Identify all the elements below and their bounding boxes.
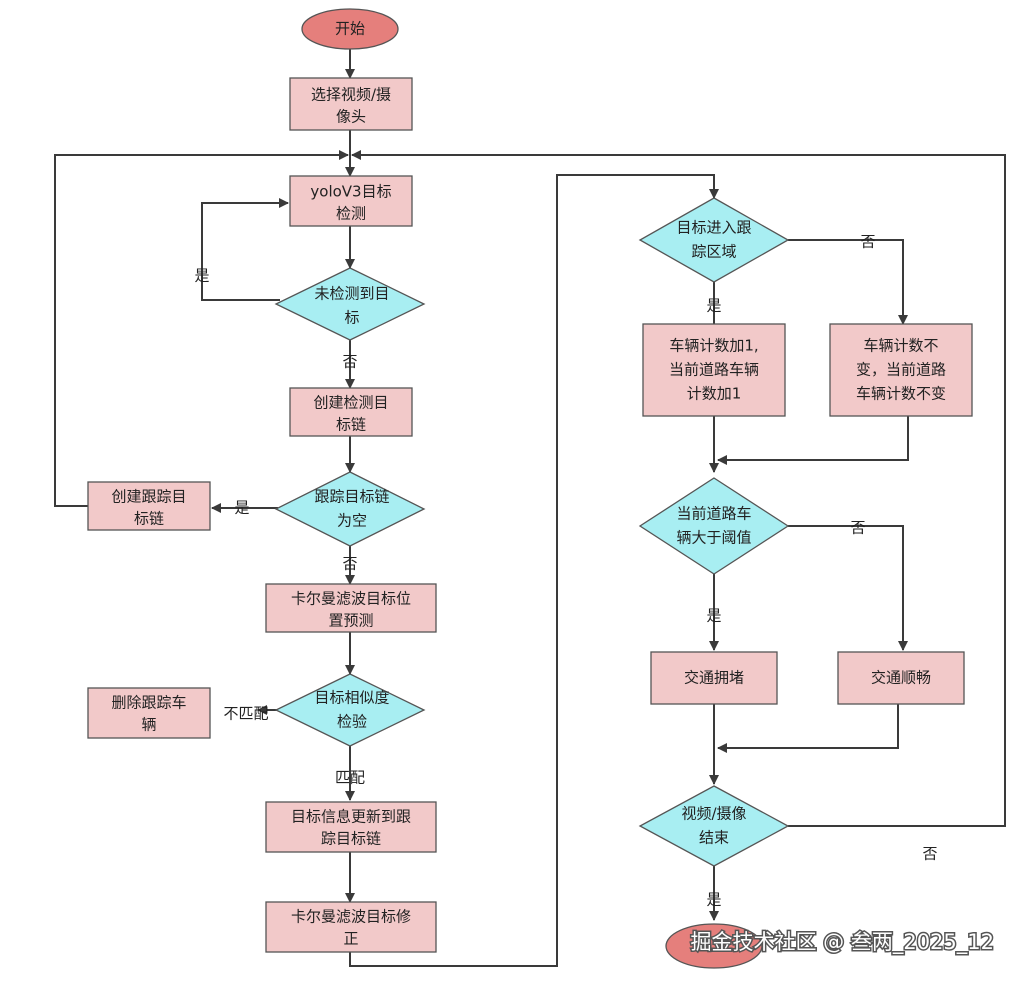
node-count-unchanged: 车辆计数不 变，当前道路 车辆计数不变: [829, 323, 973, 417]
node-start: 开始: [301, 8, 399, 50]
decision-similarity-check-text-1: 目标相似度: [314, 689, 389, 707]
edge-notdetected-yes-loop: [201, 198, 289, 301]
decision-enter-track-area-text-2: 踪区域: [691, 243, 736, 261]
decision-track-chain-empty-text-1: 跟踪目标链: [314, 488, 389, 506]
node-delete-track: 删除跟踪车 辆: [87, 687, 211, 739]
node-yolo-detect-text-1: yoloV3目标: [310, 183, 391, 201]
node-create-track-chain: 创建跟踪目 标链: [87, 481, 211, 531]
decision-not-detected: 未检测到目 标: [274, 267, 426, 341]
node-select-source-text-1: 选择视频/摄: [311, 86, 391, 104]
node-count-unchanged-text-1: 车辆计数不: [863, 337, 938, 355]
node-delete-track-text-2: 辆: [141, 716, 156, 734]
edge-enter-area-no: [788, 239, 908, 325]
decision-similarity-check: 目标相似度 检验: [274, 673, 426, 747]
node-kalman-predict: 卡尔曼滤波目标位 置预测: [265, 583, 437, 633]
node-yolo-detect-text-2: 检测: [336, 205, 366, 223]
label-video-end-no: 否: [922, 845, 937, 863]
label-similarity-match: 匹配: [335, 769, 365, 787]
node-count-unchanged-text-2: 变，当前道路: [856, 361, 946, 379]
node-update-track-chain-text-1: 目标信息更新到跟: [291, 808, 411, 826]
decision-over-threshold-text-2: 辆大于阈值: [676, 529, 751, 547]
edge-correct-enter-area: [349, 174, 719, 967]
node-create-track-chain-text-1: 创建跟踪目: [111, 488, 186, 506]
branch-labels: 是 否 是 否 不匹配 匹配 否 是 否 是 否 是: [194, 233, 937, 909]
label-track-empty-yes: 是: [234, 499, 249, 517]
edge-count-same-merge: [717, 416, 909, 465]
decision-over-threshold: 当前道路车 辆大于阈值: [638, 477, 790, 575]
label-similarity-mismatch: 不匹配: [223, 705, 268, 723]
node-create-track-chain-text-2: 标链: [134, 510, 164, 528]
node-kalman-predict-text-2: 置预测: [328, 612, 373, 630]
watermark: 掘金技术社区 @ 叁两_2025_12: [690, 930, 994, 955]
node-count-add: 车辆计数加1, 当前道路车辆 计数加1: [642, 323, 786, 417]
edge-threshold-no: [788, 525, 908, 651]
label-enter-area-yes: 是: [706, 297, 721, 315]
node-traffic-congested-text: 交通拥堵: [684, 669, 744, 687]
decision-enter-track-area-text-1: 目标进入跟: [676, 219, 751, 237]
decision-video-end-text-1: 视频/摄像: [681, 805, 746, 823]
node-end: [665, 923, 763, 969]
node-delete-track-text-1: 删除跟踪车: [111, 694, 186, 712]
decision-track-chain-empty: 跟踪目标链 为空: [274, 471, 426, 547]
node-traffic-smooth-text: 交通顺畅: [871, 669, 931, 687]
label-video-end-yes: 是: [706, 891, 721, 909]
node-update-track-chain-text-2: 踪目标链: [321, 830, 381, 848]
node-kalman-correct-text-2: 正: [343, 930, 358, 948]
node-kalman-correct-text-1: 卡尔曼滤波目标修: [291, 908, 411, 926]
decision-enter-track-area: 目标进入跟 踪区域: [638, 197, 790, 283]
label-enter-area-no: 否: [860, 233, 875, 251]
label-threshold-no: 否: [850, 519, 865, 537]
node-start-text: 开始: [335, 20, 365, 38]
label-track-empty-no: 否: [342, 555, 357, 573]
decision-track-chain-empty-text-2: 为空: [337, 512, 367, 530]
decision-video-end-text-2: 结束: [699, 829, 729, 847]
node-count-add-text-3: 计数加1: [687, 385, 742, 403]
decision-over-threshold-text-1: 当前道路车: [676, 505, 751, 523]
node-select-source-text-2: 像头: [336, 108, 366, 126]
node-create-detect-chain: 创建检测目 标链: [289, 387, 413, 437]
node-count-unchanged-text-3: 车辆计数不变: [856, 385, 946, 403]
node-create-detect-chain-text-1: 创建检测目: [313, 394, 388, 412]
node-count-add-text-1: 车辆计数加1,: [669, 337, 758, 355]
node-select-source: 选择视频/摄 像头: [289, 77, 413, 131]
connectors: [54, 48, 1006, 967]
decision-video-end: 视频/摄像 结束: [638, 785, 790, 867]
node-traffic-smooth: 交通顺畅: [837, 651, 965, 705]
label-threshold-yes: 是: [706, 607, 721, 625]
decision-not-detected-text-2: 标: [344, 309, 359, 327]
node-create-detect-chain-text-2: 标链: [336, 416, 366, 434]
node-yolo-detect: yoloV3目标 检测: [289, 175, 413, 227]
decision-similarity-check-text-2: 检验: [337, 713, 367, 731]
edge-create-track-loop: [54, 150, 349, 507]
node-traffic-congested: 交通拥堵: [650, 651, 778, 705]
label-notdetected-no: 否: [342, 353, 357, 371]
decision-not-detected-text-1: 未检测到目: [314, 285, 389, 303]
edge-video-end-no-loop: [351, 150, 1006, 827]
node-update-track-chain: 目标信息更新到跟 踪目标链: [265, 801, 437, 853]
node-kalman-correct: 卡尔曼滤波目标修 正: [265, 901, 437, 953]
edge-smooth-merge: [717, 704, 899, 753]
node-kalman-predict-text-1: 卡尔曼滤波目标位: [291, 590, 411, 608]
label-notdetected-yes: 是: [194, 267, 209, 285]
node-count-add-text-2: 当前道路车辆: [669, 361, 759, 379]
